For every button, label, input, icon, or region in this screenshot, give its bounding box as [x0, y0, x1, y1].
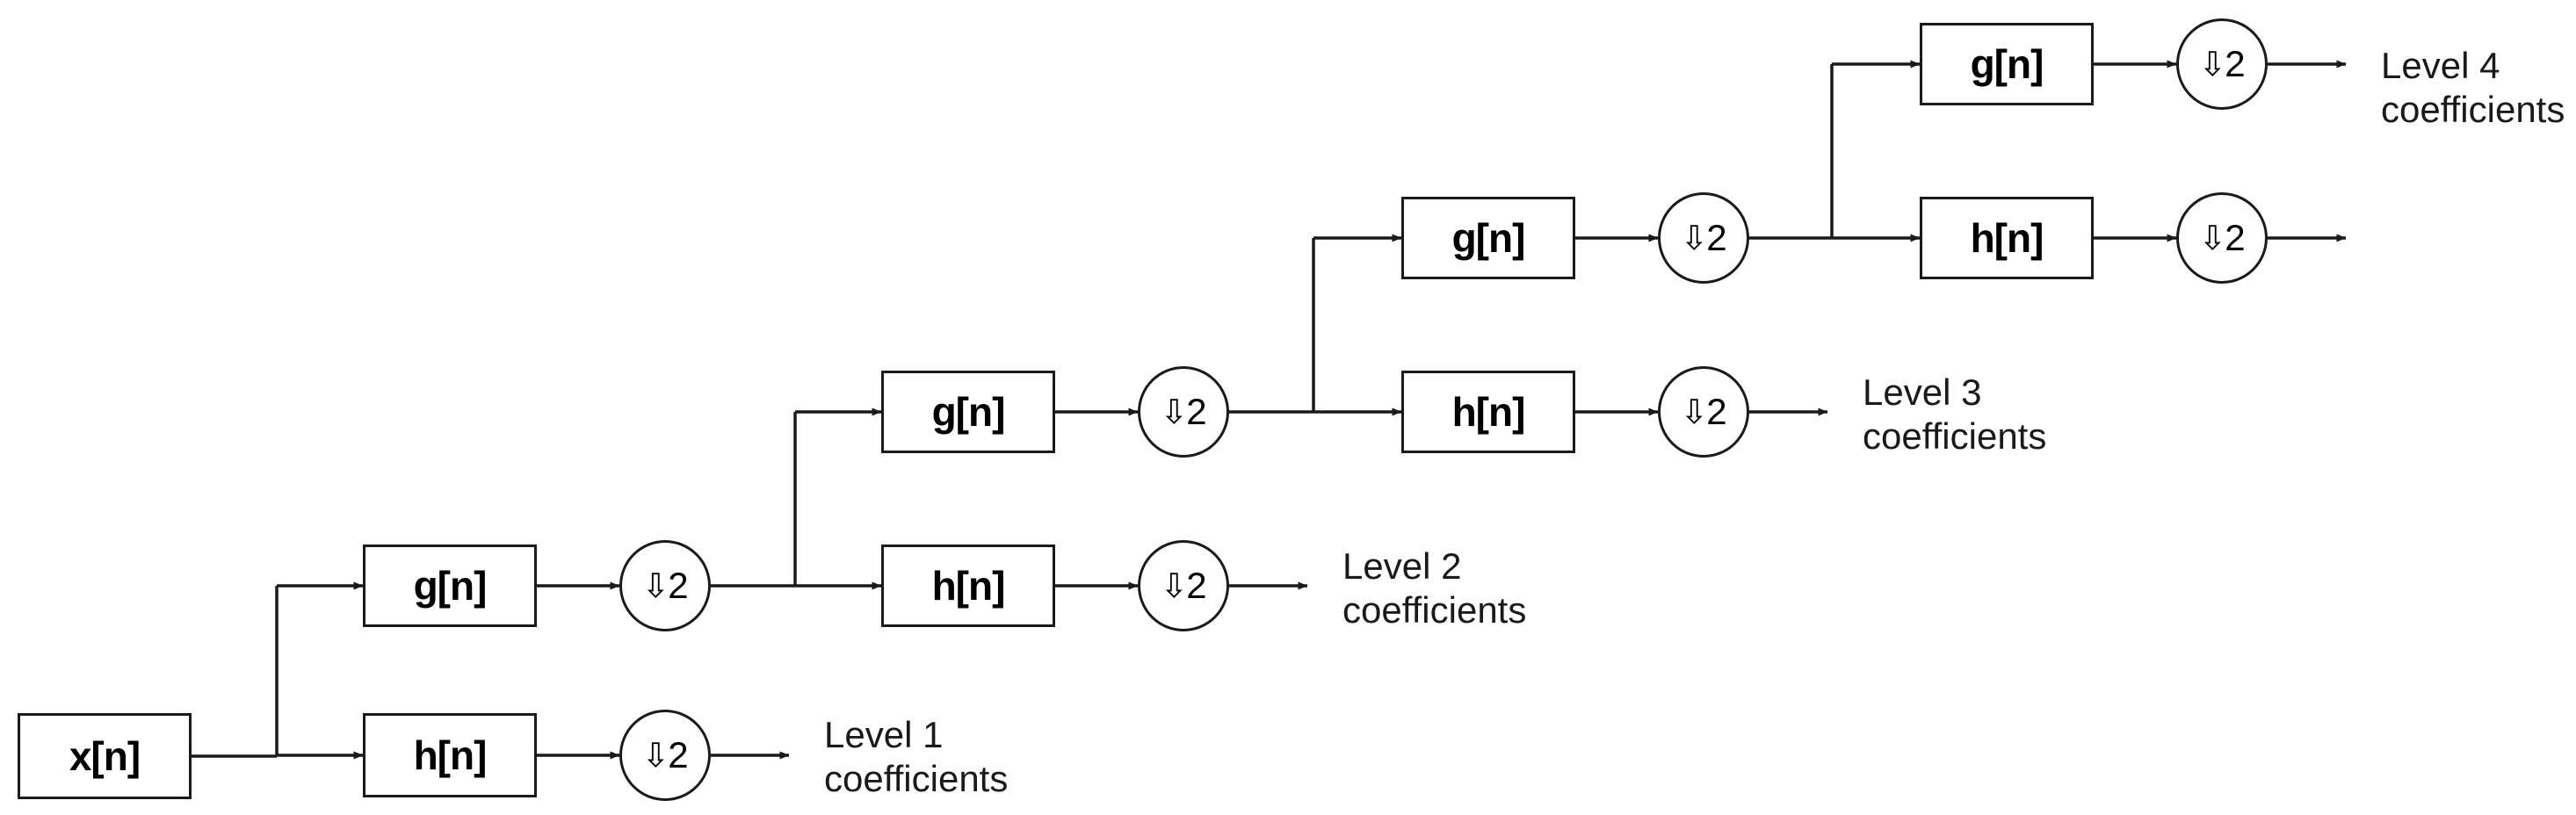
level-2-coefficients-label: Level 2 coefficients	[1342, 545, 1527, 631]
stage-4-highpass-downsample: ⇩2	[2176, 18, 2268, 110]
downsample-arrow-icon: ⇩	[1680, 220, 1709, 257]
stage-3-lowpass-filter: h[n]	[1401, 371, 1575, 453]
stage-3-highpass-downsample: ⇩2	[1658, 192, 1749, 284]
downsample-arrow-icon: ⇩	[2198, 220, 2227, 257]
stage-4-lowpass-label: h[n]	[1970, 215, 2044, 261]
stage-4-highpass-filter: g[n]	[1920, 23, 2094, 105]
stage-1-highpass-downsample: ⇩2	[619, 540, 711, 631]
downsample-factor-label: 2	[1706, 217, 1727, 258]
stage-2-highpass-downsample: ⇩2	[1138, 366, 1229, 458]
downsample-arrow-icon: ⇩	[641, 568, 670, 605]
stage-3-highpass-label: g[n]	[1451, 215, 1526, 261]
stage-2-lowpass-label: h[n]	[931, 563, 1006, 609]
level-1-coefficients-label: Level 1 coefficients	[824, 714, 1009, 799]
stage-2-lowpass-filter: h[n]	[881, 545, 1055, 627]
downsample-factor-label: 2	[2225, 43, 2246, 84]
downsample-factor-label: 2	[668, 734, 689, 775]
stage-4-lowpass-downsample: ⇩2	[2176, 192, 2268, 284]
downsample-arrow-icon: ⇩	[1680, 394, 1709, 431]
source-block-label: x[n]	[69, 733, 141, 779]
downsample-arrow-icon: ⇩	[2198, 47, 2227, 83]
stage-1-lowpass-filter: h[n]	[363, 713, 537, 797]
level-3-coefficients-label: Level 3 coefficients	[1863, 371, 2047, 457]
level-4-coefficients-label: Level 4 coefficients	[2381, 45, 2565, 130]
stage-3-lowpass-label: h[n]	[1451, 389, 1526, 435]
stage-1-highpass-label: g[n]	[413, 563, 488, 609]
stage-2-lowpass-downsample: ⇩2	[1138, 540, 1229, 631]
stage-3-lowpass-downsample: ⇩2	[1658, 366, 1749, 458]
stage-2-highpass-label: g[n]	[931, 389, 1006, 435]
downsample-factor-label: 2	[1186, 565, 1207, 606]
downsample-arrow-icon: ⇩	[641, 738, 670, 775]
stage-1-lowpass-label: h[n]	[413, 732, 488, 778]
stage-2-highpass-filter: g[n]	[881, 371, 1055, 453]
stage-4-lowpass-filter: h[n]	[1920, 197, 2094, 279]
stage-1-lowpass-downsample: ⇩2	[619, 710, 711, 801]
stage-3-highpass-filter: g[n]	[1401, 197, 1575, 279]
downsample-factor-label: 2	[2225, 217, 2246, 258]
downsample-factor-label: 2	[1706, 391, 1727, 432]
stage-4-highpass-label: g[n]	[1970, 41, 2044, 87]
stage-1-highpass-filter: g[n]	[363, 545, 537, 627]
downsample-factor-label: 2	[668, 565, 689, 606]
source-block-xn: x[n]	[18, 713, 192, 799]
downsample-factor-label: 2	[1186, 391, 1207, 432]
downsample-arrow-icon: ⇩	[1160, 394, 1189, 431]
downsample-arrow-icon: ⇩	[1160, 568, 1189, 605]
